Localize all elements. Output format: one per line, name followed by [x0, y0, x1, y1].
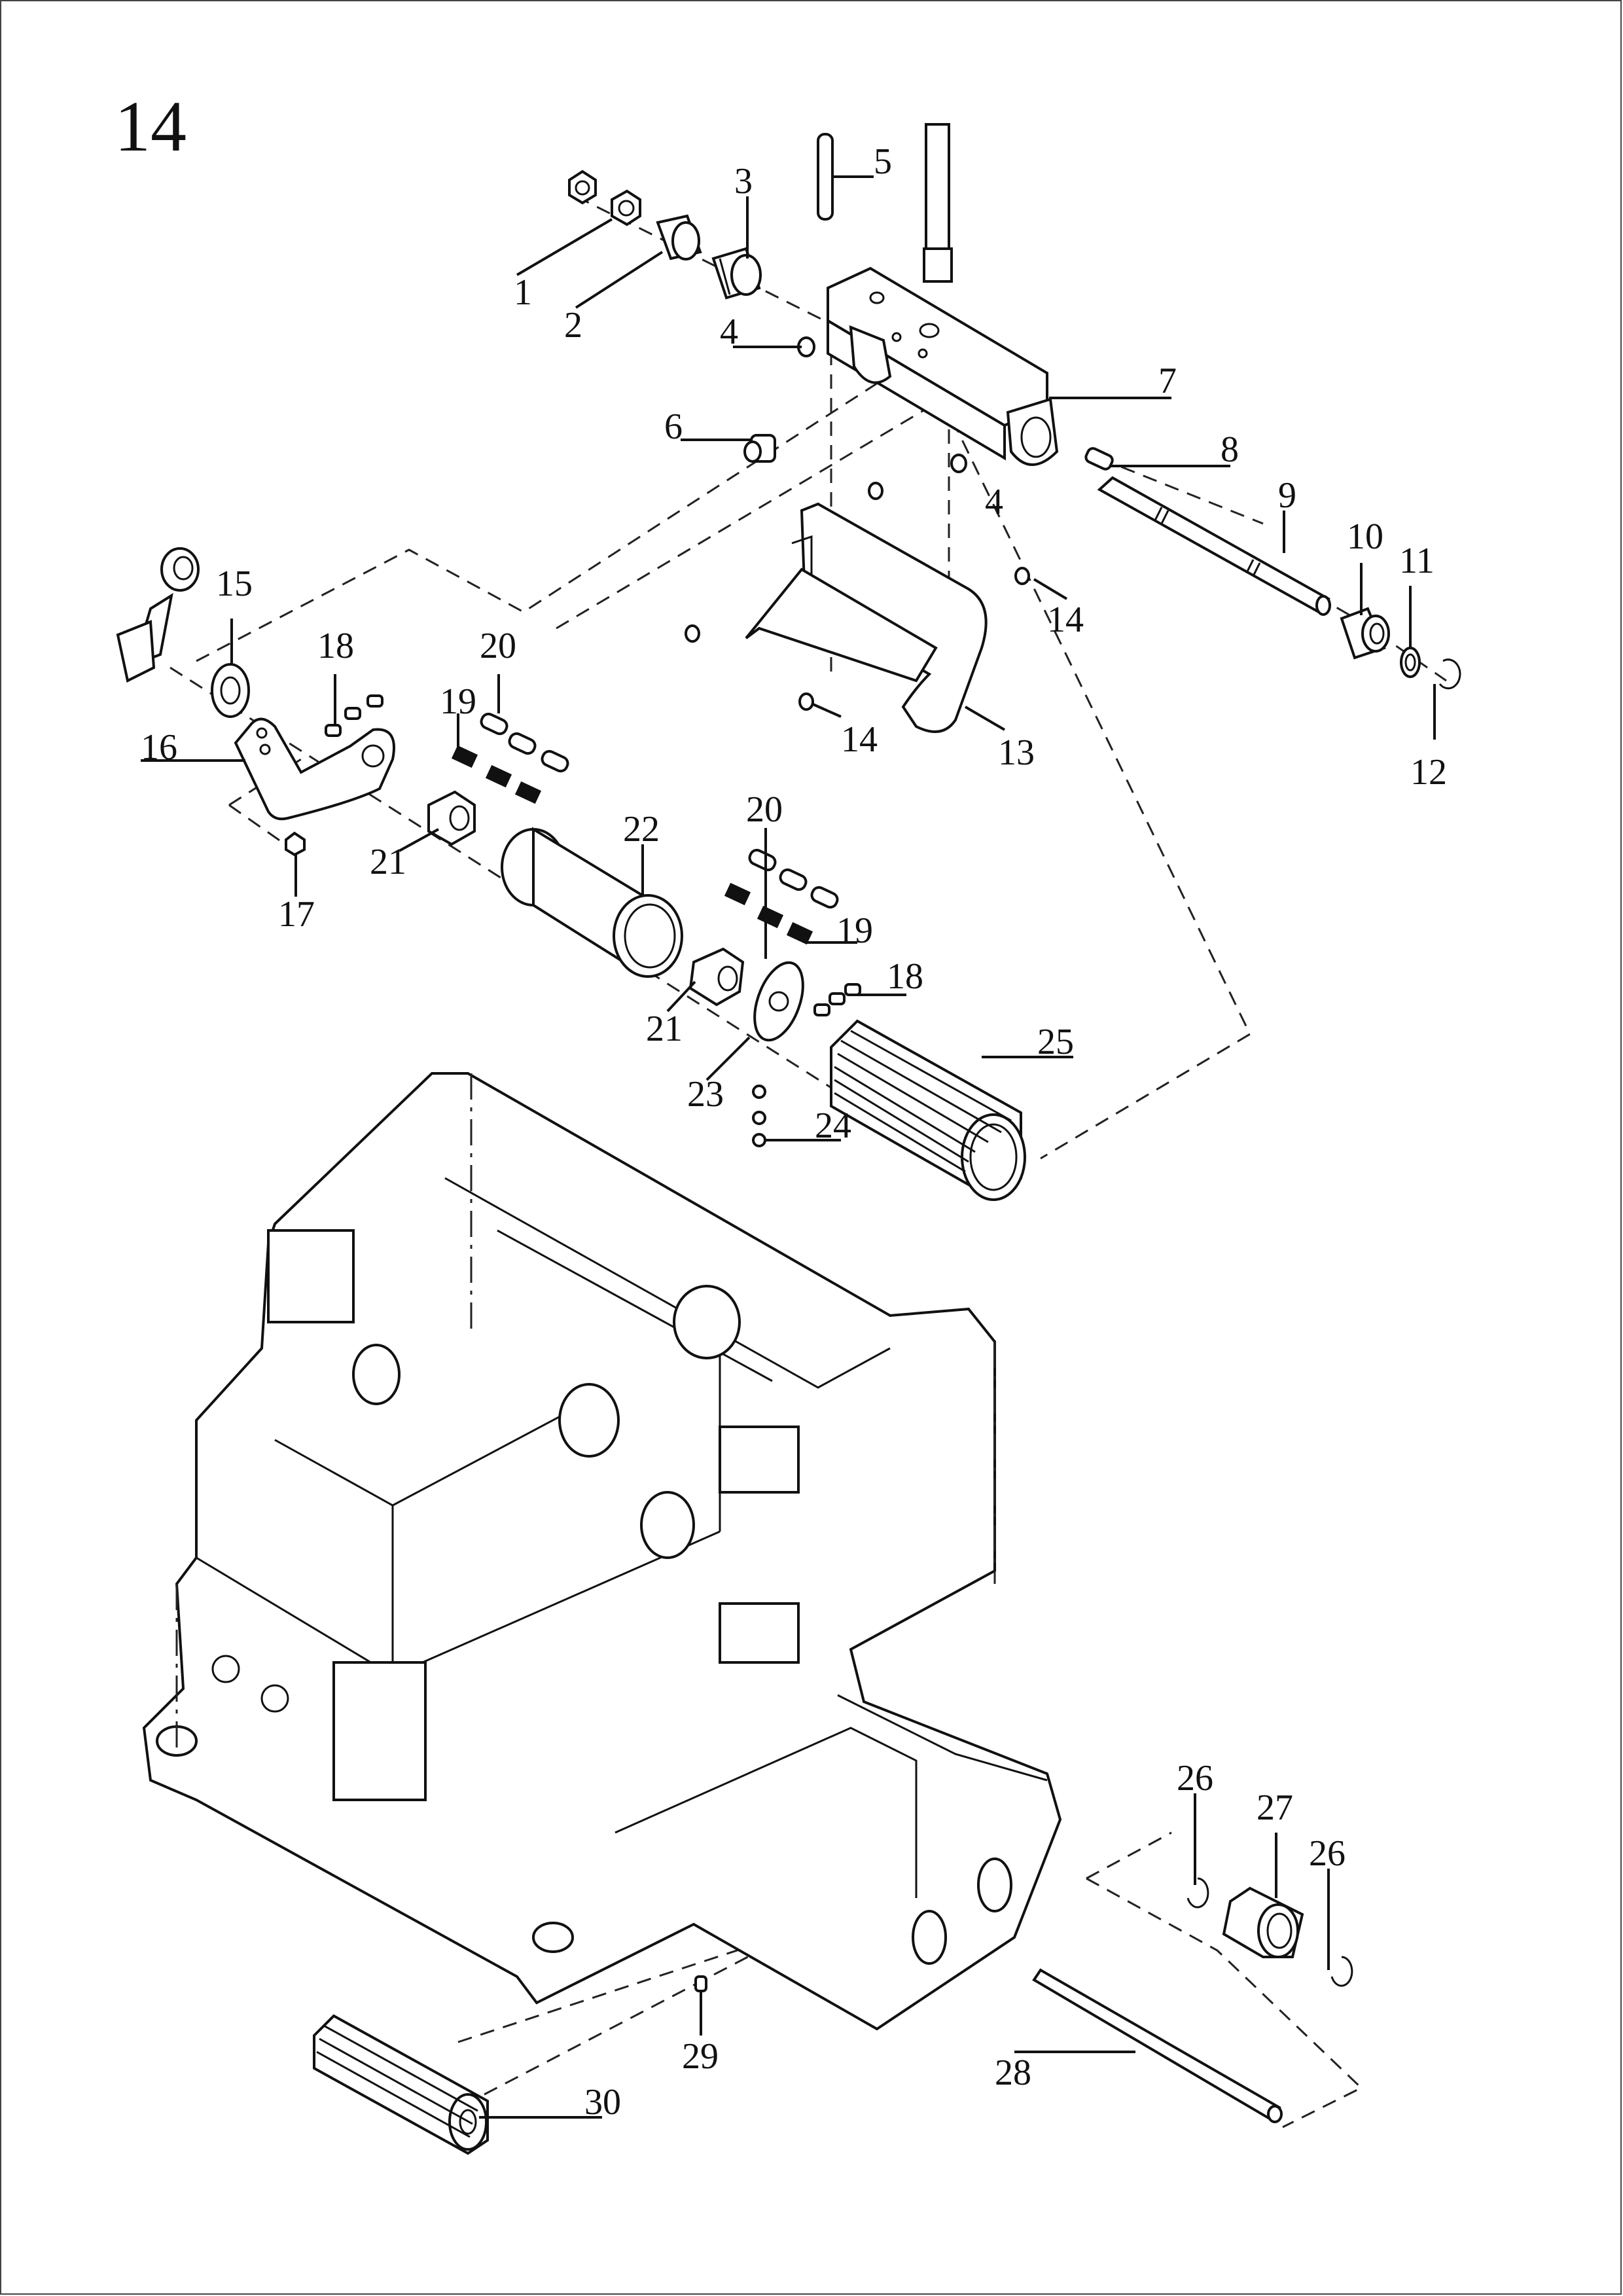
part-19-springs-right	[724, 882, 813, 945]
callout-2: 2	[564, 305, 582, 346]
part-2-bushing	[656, 214, 702, 260]
part-26-e-rings	[1186, 1877, 1353, 1987]
part-14-screws	[685, 482, 1030, 711]
callout-24: 24	[815, 1105, 851, 1146]
callout-27: 27	[1257, 1787, 1293, 1828]
callout-15: 15	[216, 564, 253, 604]
callout-28: 28	[995, 2053, 1031, 2093]
leader-lines	[141, 175, 1436, 2119]
part-27-bearing	[1222, 1886, 1304, 1958]
part-21-clutch-left	[427, 790, 476, 846]
part-vertical-rod	[923, 123, 953, 283]
part-20-rollers-right	[748, 848, 839, 909]
part-9-shaft	[1097, 476, 1331, 616]
callout-19-left: 19	[440, 681, 476, 722]
part-18-screws-right	[813, 983, 861, 1016]
part-5-pin	[817, 133, 834, 221]
part-10-collar	[1340, 607, 1390, 660]
callout-17: 17	[278, 894, 315, 935]
part-4-setscrew	[797, 336, 967, 473]
callout-25: 25	[1037, 1022, 1074, 1062]
callout-19-right: 19	[836, 910, 873, 951]
callout-5: 5	[874, 141, 892, 182]
part-3-sleeve	[711, 247, 762, 300]
callout-4-top: 4	[720, 312, 738, 352]
callout-labels: 1 2 3 4 4 5 6 7 8 9 10 11 12 13 14 14 15…	[141, 141, 1447, 2123]
part-22-cam-sleeve	[501, 827, 683, 978]
part-13-cover	[745, 502, 988, 733]
part-18-screws-left	[325, 694, 383, 737]
part-11-washer	[1400, 647, 1421, 678]
callout-7: 7	[1158, 361, 1177, 401]
part-29-screw	[694, 1975, 707, 1992]
callout-11: 11	[1399, 541, 1435, 581]
callout-8: 8	[1221, 429, 1239, 470]
callout-16: 16	[141, 727, 177, 768]
callout-26-right: 26	[1309, 1833, 1346, 1874]
part-25-gear-roller	[830, 1019, 1026, 1201]
callout-14-bottom: 14	[841, 719, 878, 760]
part-23-flange	[753, 961, 804, 1042]
callout-20-right: 20	[746, 789, 783, 830]
callout-6: 6	[664, 406, 683, 447]
callout-12: 12	[1410, 752, 1447, 793]
callout-1: 1	[514, 272, 532, 313]
callout-21-left: 21	[370, 842, 406, 882]
callout-13: 13	[998, 732, 1035, 773]
callout-26-left: 26	[1177, 1758, 1213, 1799]
callout-20-left: 20	[480, 626, 516, 666]
part-28-shaft	[1032, 1968, 1283, 2123]
callout-29: 29	[682, 2036, 719, 2077]
callout-14-right: 14	[1047, 600, 1084, 640]
part-24-screws	[752, 1085, 766, 1147]
part-21-clutch-right	[688, 947, 745, 1007]
callout-3: 3	[734, 161, 753, 202]
part-1-nuts	[568, 170, 641, 226]
part-6-screw	[743, 434, 776, 463]
part-16-lever	[234, 717, 395, 821]
callout-30: 30	[584, 2082, 621, 2123]
part-20-rollers-left	[480, 712, 569, 773]
part-machine-frame	[142, 1072, 1062, 2031]
callout-23: 23	[687, 1074, 724, 1115]
callout-4-right: 4	[985, 482, 1003, 522]
part-30-gear	[313, 2014, 489, 2155]
callout-18-right: 18	[887, 956, 923, 997]
callout-21-right: 21	[646, 1009, 683, 1049]
page-number: 14	[115, 86, 187, 166]
part-8-pin	[1084, 447, 1114, 471]
callout-10: 10	[1347, 516, 1383, 557]
callout-18-left: 18	[317, 626, 354, 666]
part-7-bracket	[827, 266, 1059, 466]
part-17-nut	[285, 831, 306, 857]
part-linkage-rod-end	[116, 547, 200, 683]
callout-22: 22	[623, 809, 660, 850]
part-12-e-ring	[1438, 658, 1461, 690]
callout-9: 9	[1278, 475, 1296, 516]
part-15-star-washer	[211, 663, 250, 718]
